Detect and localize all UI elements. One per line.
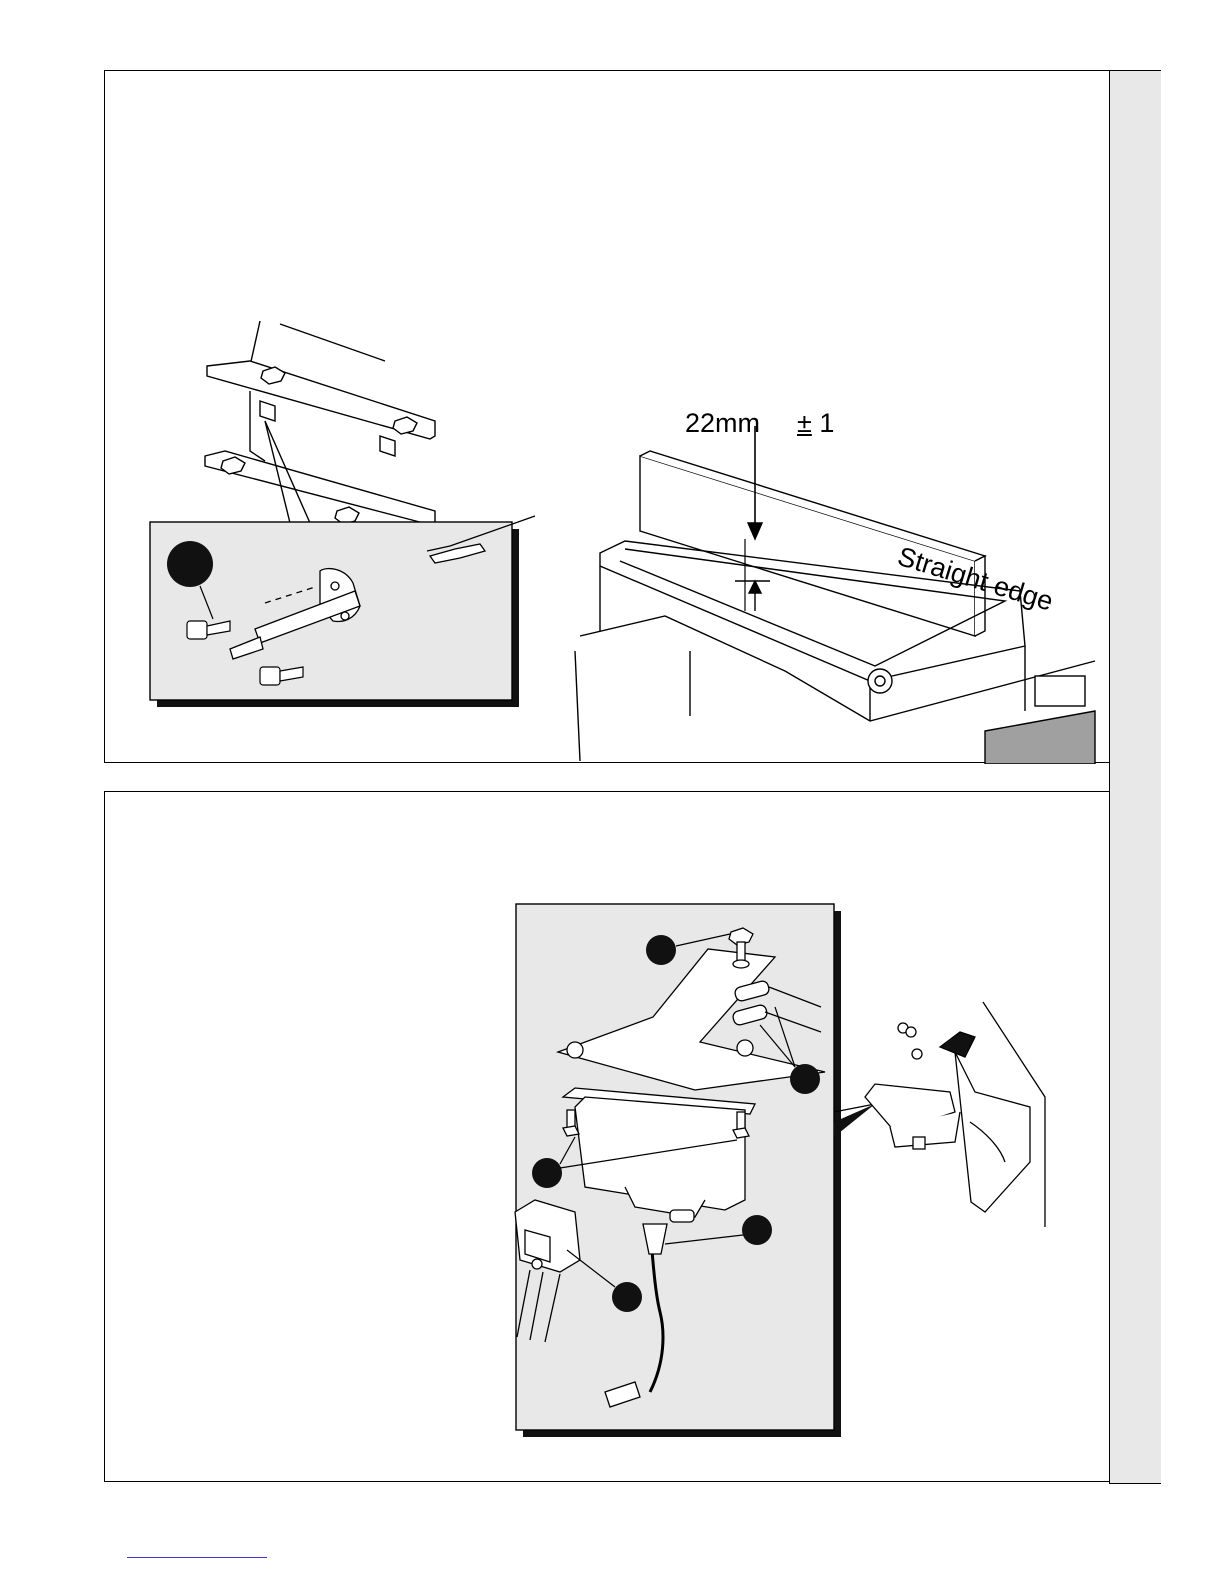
boiler-context-illustration <box>865 1002 1045 1227</box>
tolerance-label: ± 1 <box>797 408 834 439</box>
callout-dot-icon <box>167 541 213 587</box>
ignition-unit-illustration <box>105 792 1110 1483</box>
tolerance-value: 1 <box>819 408 834 438</box>
electrode-inset <box>150 516 535 707</box>
dimension-label: 22mm <box>685 408 760 439</box>
electrode-illustration <box>105 71 1110 764</box>
terminal-block-icon <box>515 1200 580 1272</box>
electrode-figure-panel: 22mm ± 1 Straight edge <box>104 70 1109 763</box>
tolerance-sign: ± <box>797 408 812 438</box>
footer-link-underline <box>127 1557 267 1558</box>
ignition-unit-figure-panel <box>104 791 1109 1482</box>
side-tab-strip <box>1109 70 1161 1484</box>
